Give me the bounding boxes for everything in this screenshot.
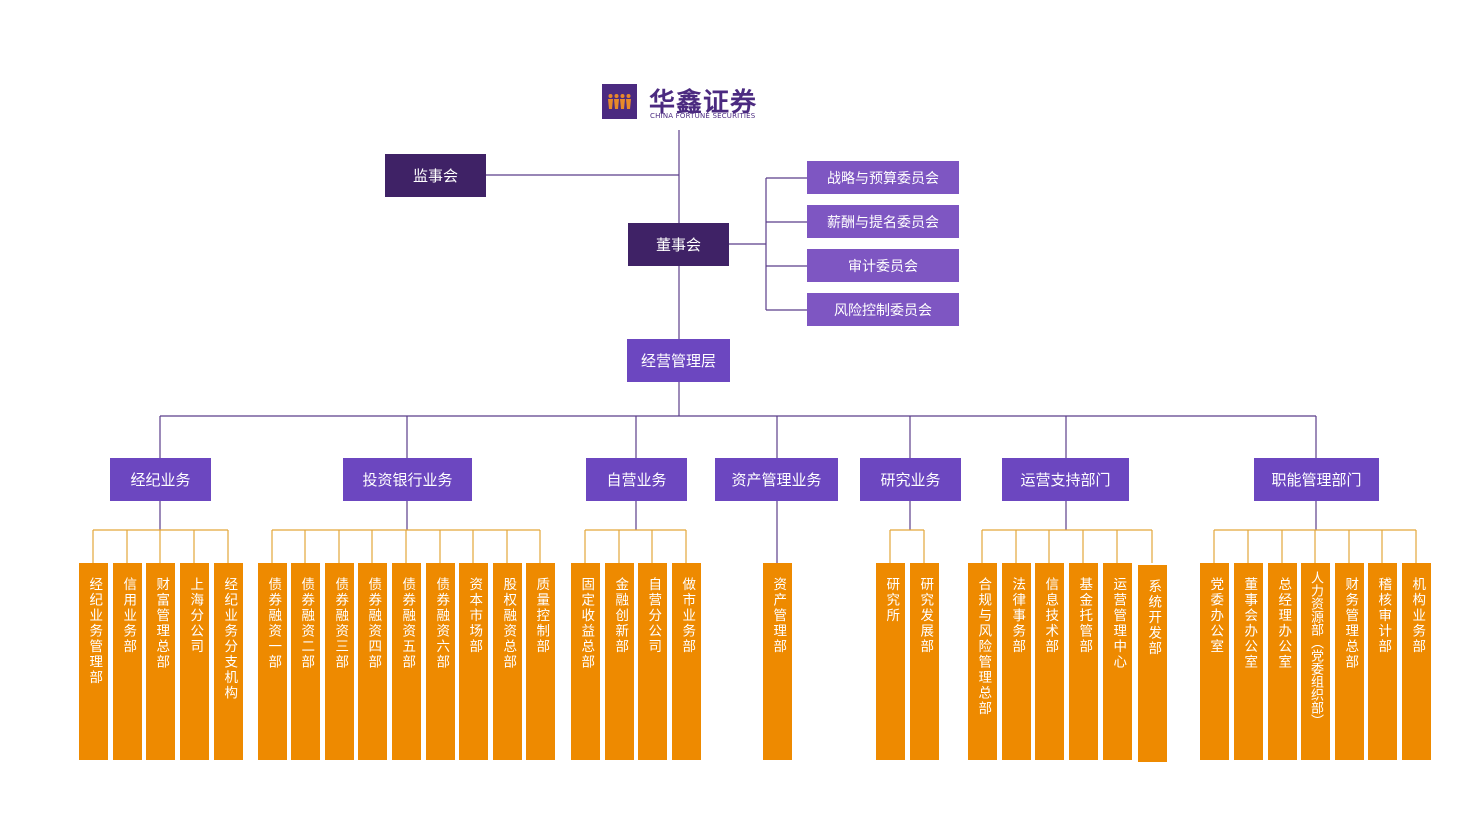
dept-box: 上海分公司 (180, 563, 209, 760)
committee-audit: 审计委员会 (807, 249, 959, 282)
committee-risk-control: 风险控制委员会 (807, 293, 959, 326)
dept-box: 资产管理部 (763, 563, 792, 760)
management-box: 经营管理层 (627, 339, 730, 382)
supervisory-board-box: 监事会 (385, 154, 486, 197)
logo-english-name: CHINA FORTUNE SECURITIES (650, 112, 756, 120)
dept-box: 股权融资总部 (493, 563, 522, 760)
dept-box: 债券融资二部 (291, 563, 320, 760)
dept-box: 金融创新部 (605, 563, 634, 760)
dept-box: 党委办公室 (1200, 563, 1229, 760)
division-asset-management: 资产管理业务 (715, 458, 838, 501)
dept-box: 财富管理总部 (146, 563, 175, 760)
dept-box: 债券融资三部 (325, 563, 354, 760)
dept-box: 运营管理中心 (1103, 563, 1132, 760)
dept-box: 债券融资四部 (358, 563, 387, 760)
division-brokerage: 经纪业务 (110, 458, 211, 501)
dept-box: 经纪业务管理部 (79, 563, 108, 760)
dept-box: 资本市场部 (459, 563, 488, 760)
dept-box: 基金托管部 (1069, 563, 1098, 760)
dept-box: 财务管理总部 (1335, 563, 1364, 760)
division-research: 研究业务 (860, 458, 961, 501)
dept-box: 机构业务部 (1402, 563, 1431, 760)
dept-box: 自营分公司 (638, 563, 667, 760)
dept-box: 债券融资五部 (392, 563, 421, 760)
logo-chinese-name: 华鑫证券 (649, 88, 758, 118)
dept-box: 做市业务部 (672, 563, 701, 760)
dept-box: 研究发展部 (910, 563, 939, 760)
logo-mark-icon (602, 84, 637, 119)
board-of-directors-box: 董事会 (628, 223, 729, 266)
dept-box: 系统开发部 (1138, 565, 1167, 762)
division-operations-support: 运营支持部门 (1002, 458, 1129, 501)
division-proprietary: 自营业务 (586, 458, 687, 501)
dept-box: 固定收益总部 (571, 563, 600, 760)
dept-box: 债券融资六部 (426, 563, 455, 760)
committee-remuneration-nomination: 薪酬与提名委员会 (807, 205, 959, 238)
dept-box: 信用业务部 (113, 563, 142, 760)
division-functional-management: 职能管理部门 (1254, 458, 1379, 501)
dept-box: 法律事务部 (1002, 563, 1031, 760)
division-investment-banking: 投资银行业务 (343, 458, 472, 501)
committee-strategy-budget: 战略与预算委员会 (807, 161, 959, 194)
dept-box: 稽核审计部 (1368, 563, 1397, 760)
dept-box: 研究所 (876, 563, 905, 760)
dept-box: 质量控制部 (526, 563, 555, 760)
dept-box: 债券融资一部 (258, 563, 287, 760)
dept-box: 人力资源部（党委组织部） (1301, 563, 1330, 760)
dept-box: 经纪业务分支机构 (214, 563, 243, 760)
dept-box: 信息技术部 (1035, 563, 1064, 760)
dept-box: 合规与风险管理总部 (968, 563, 997, 760)
dept-box: 董事会办公室 (1234, 563, 1263, 760)
dept-box: 总经理办公室 (1268, 563, 1297, 760)
